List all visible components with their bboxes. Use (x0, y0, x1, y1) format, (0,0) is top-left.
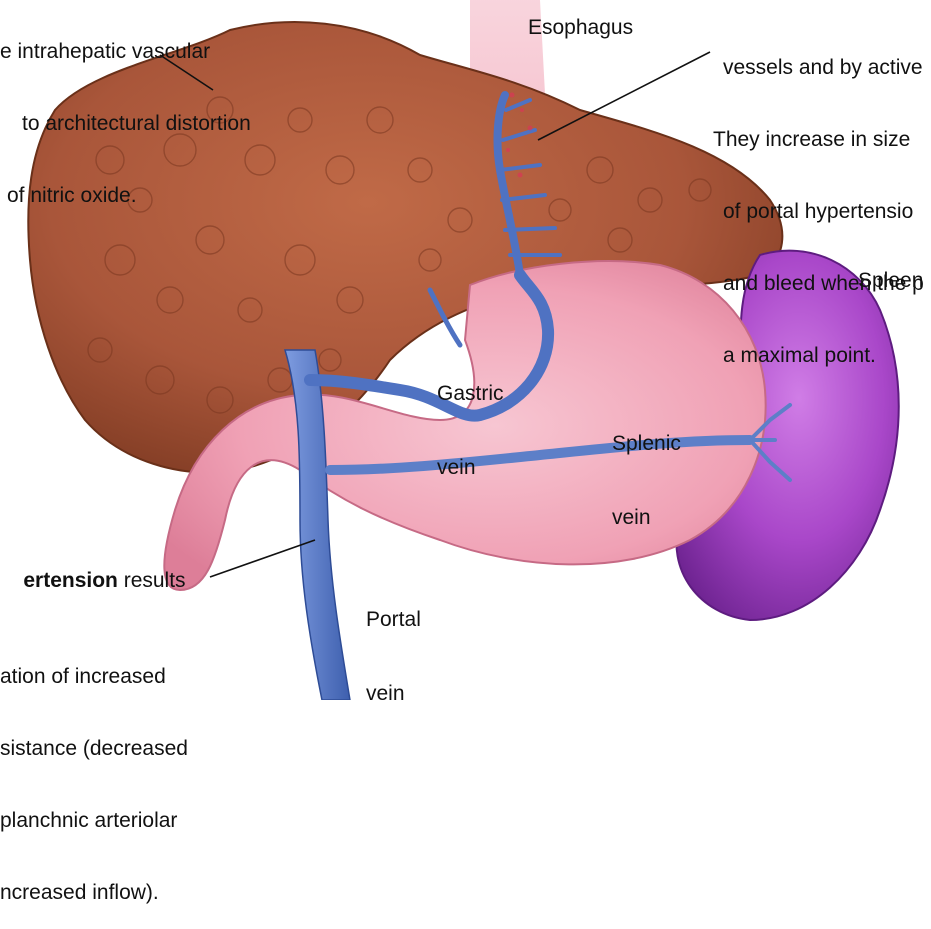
top-right-note-line-1: vessels and by active (713, 56, 924, 80)
top-right-note-line-5: a maximal point. (713, 344, 924, 368)
bottom-left-note-line-2: ation of increased (0, 665, 188, 689)
top-left-note-line-3: of nitric oxide. (0, 184, 251, 208)
esophagus-label: Esophagus (528, 16, 633, 40)
bottom-left-note: ertension results ation of increased sis… (0, 497, 188, 929)
gastric-vein-label-line-1: Gastric (437, 382, 504, 406)
top-left-note-line-1: e intrahepatic vascular (0, 40, 251, 64)
bottom-left-note-line-3: sistance (decreased (0, 737, 188, 761)
portal-vein-label-line-1: Portal (366, 608, 421, 632)
portal-vein-label: Portal vein (366, 560, 421, 730)
gastric-vein-label: Gastric vein (437, 334, 504, 504)
bottom-left-note-line-4: planchnic arteriolar (0, 809, 188, 833)
top-right-note: vessels and by active They increase in s… (713, 8, 924, 392)
bottom-left-note-bold: ertension (23, 569, 118, 592)
splenic-vein-label: Splenic vein (612, 384, 681, 554)
spleen-label: Spleen (858, 269, 923, 293)
splenic-vein-label-line-2: vein (612, 506, 681, 530)
bottom-left-note-line-1: ertension results (0, 545, 188, 617)
top-right-note-line-3: of portal hypertensio (713, 200, 924, 224)
portal-vein-label-line-2: vein (366, 682, 421, 706)
bottom-left-note-line-5: ncreased inflow). (0, 881, 188, 905)
splenic-vein-label-line-1: Splenic (612, 432, 681, 456)
bottom-left-note-rest: results (118, 569, 186, 592)
gastric-vein-label-line-2: vein (437, 456, 504, 480)
top-left-note: e intrahepatic vascular to architectural… (0, 0, 251, 232)
top-right-note-line-2: They increase in size (713, 128, 924, 152)
top-left-note-line-2: to architectural distortion (0, 112, 251, 136)
